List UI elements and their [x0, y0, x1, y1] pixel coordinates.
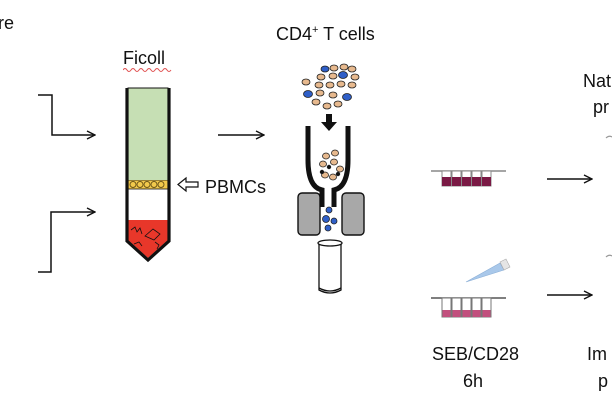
partial-icon-top: [605, 135, 612, 139]
pbmc-band-cells: [129, 181, 165, 188]
native-label-line2: pr: [593, 97, 610, 117]
magnet-left: [297, 192, 321, 236]
cd4-t-cells-label: CD4+ T cells: [276, 24, 375, 44]
seb-cd28-label: SEB/CD28: [432, 344, 520, 364]
cell-cluster: [301, 63, 360, 110]
pipette-tip-icon: [465, 258, 511, 283]
tube-outline: [125, 88, 171, 263]
well-strip-stimulated: [431, 297, 506, 318]
ficoll-label: Ficoll: [123, 48, 166, 68]
immune-label-line2: p: [598, 371, 609, 391]
cd4-text: CD4: [276, 24, 313, 44]
left-edge-text: re: [0, 13, 15, 33]
pbmc-pointer-arrow: [177, 176, 199, 193]
magnet-right: [341, 192, 365, 236]
down-arrow: [321, 114, 337, 131]
immune-label-line1: Im: [587, 344, 607, 364]
ficoll-tube: [125, 87, 171, 263]
t-cells-text: T cells: [318, 24, 375, 44]
ficoll-layer: [127, 87, 169, 141]
collection-tube: [317, 239, 343, 294]
rbc-clumps: [130, 226, 161, 250]
partial-icon-bottom: [605, 254, 612, 258]
ficoll-layer-lower: [128, 140, 168, 180]
eluted-cells: [322, 206, 338, 232]
cd4-superscript: +: [312, 24, 319, 36]
native-label-line1: Nat: [583, 71, 612, 91]
well-strip-native: [431, 170, 506, 187]
pbmcs-label: PBMCs: [205, 177, 267, 197]
duration-label: 6h: [463, 371, 484, 391]
rbc-layer: [128, 220, 168, 258]
retained-cells: [319, 149, 344, 181]
input-arrow-top: [38, 94, 95, 135]
input-arrow-bottom: [38, 212, 95, 273]
mac-column: [305, 126, 351, 207]
spellcheck-underline: [123, 68, 172, 72]
